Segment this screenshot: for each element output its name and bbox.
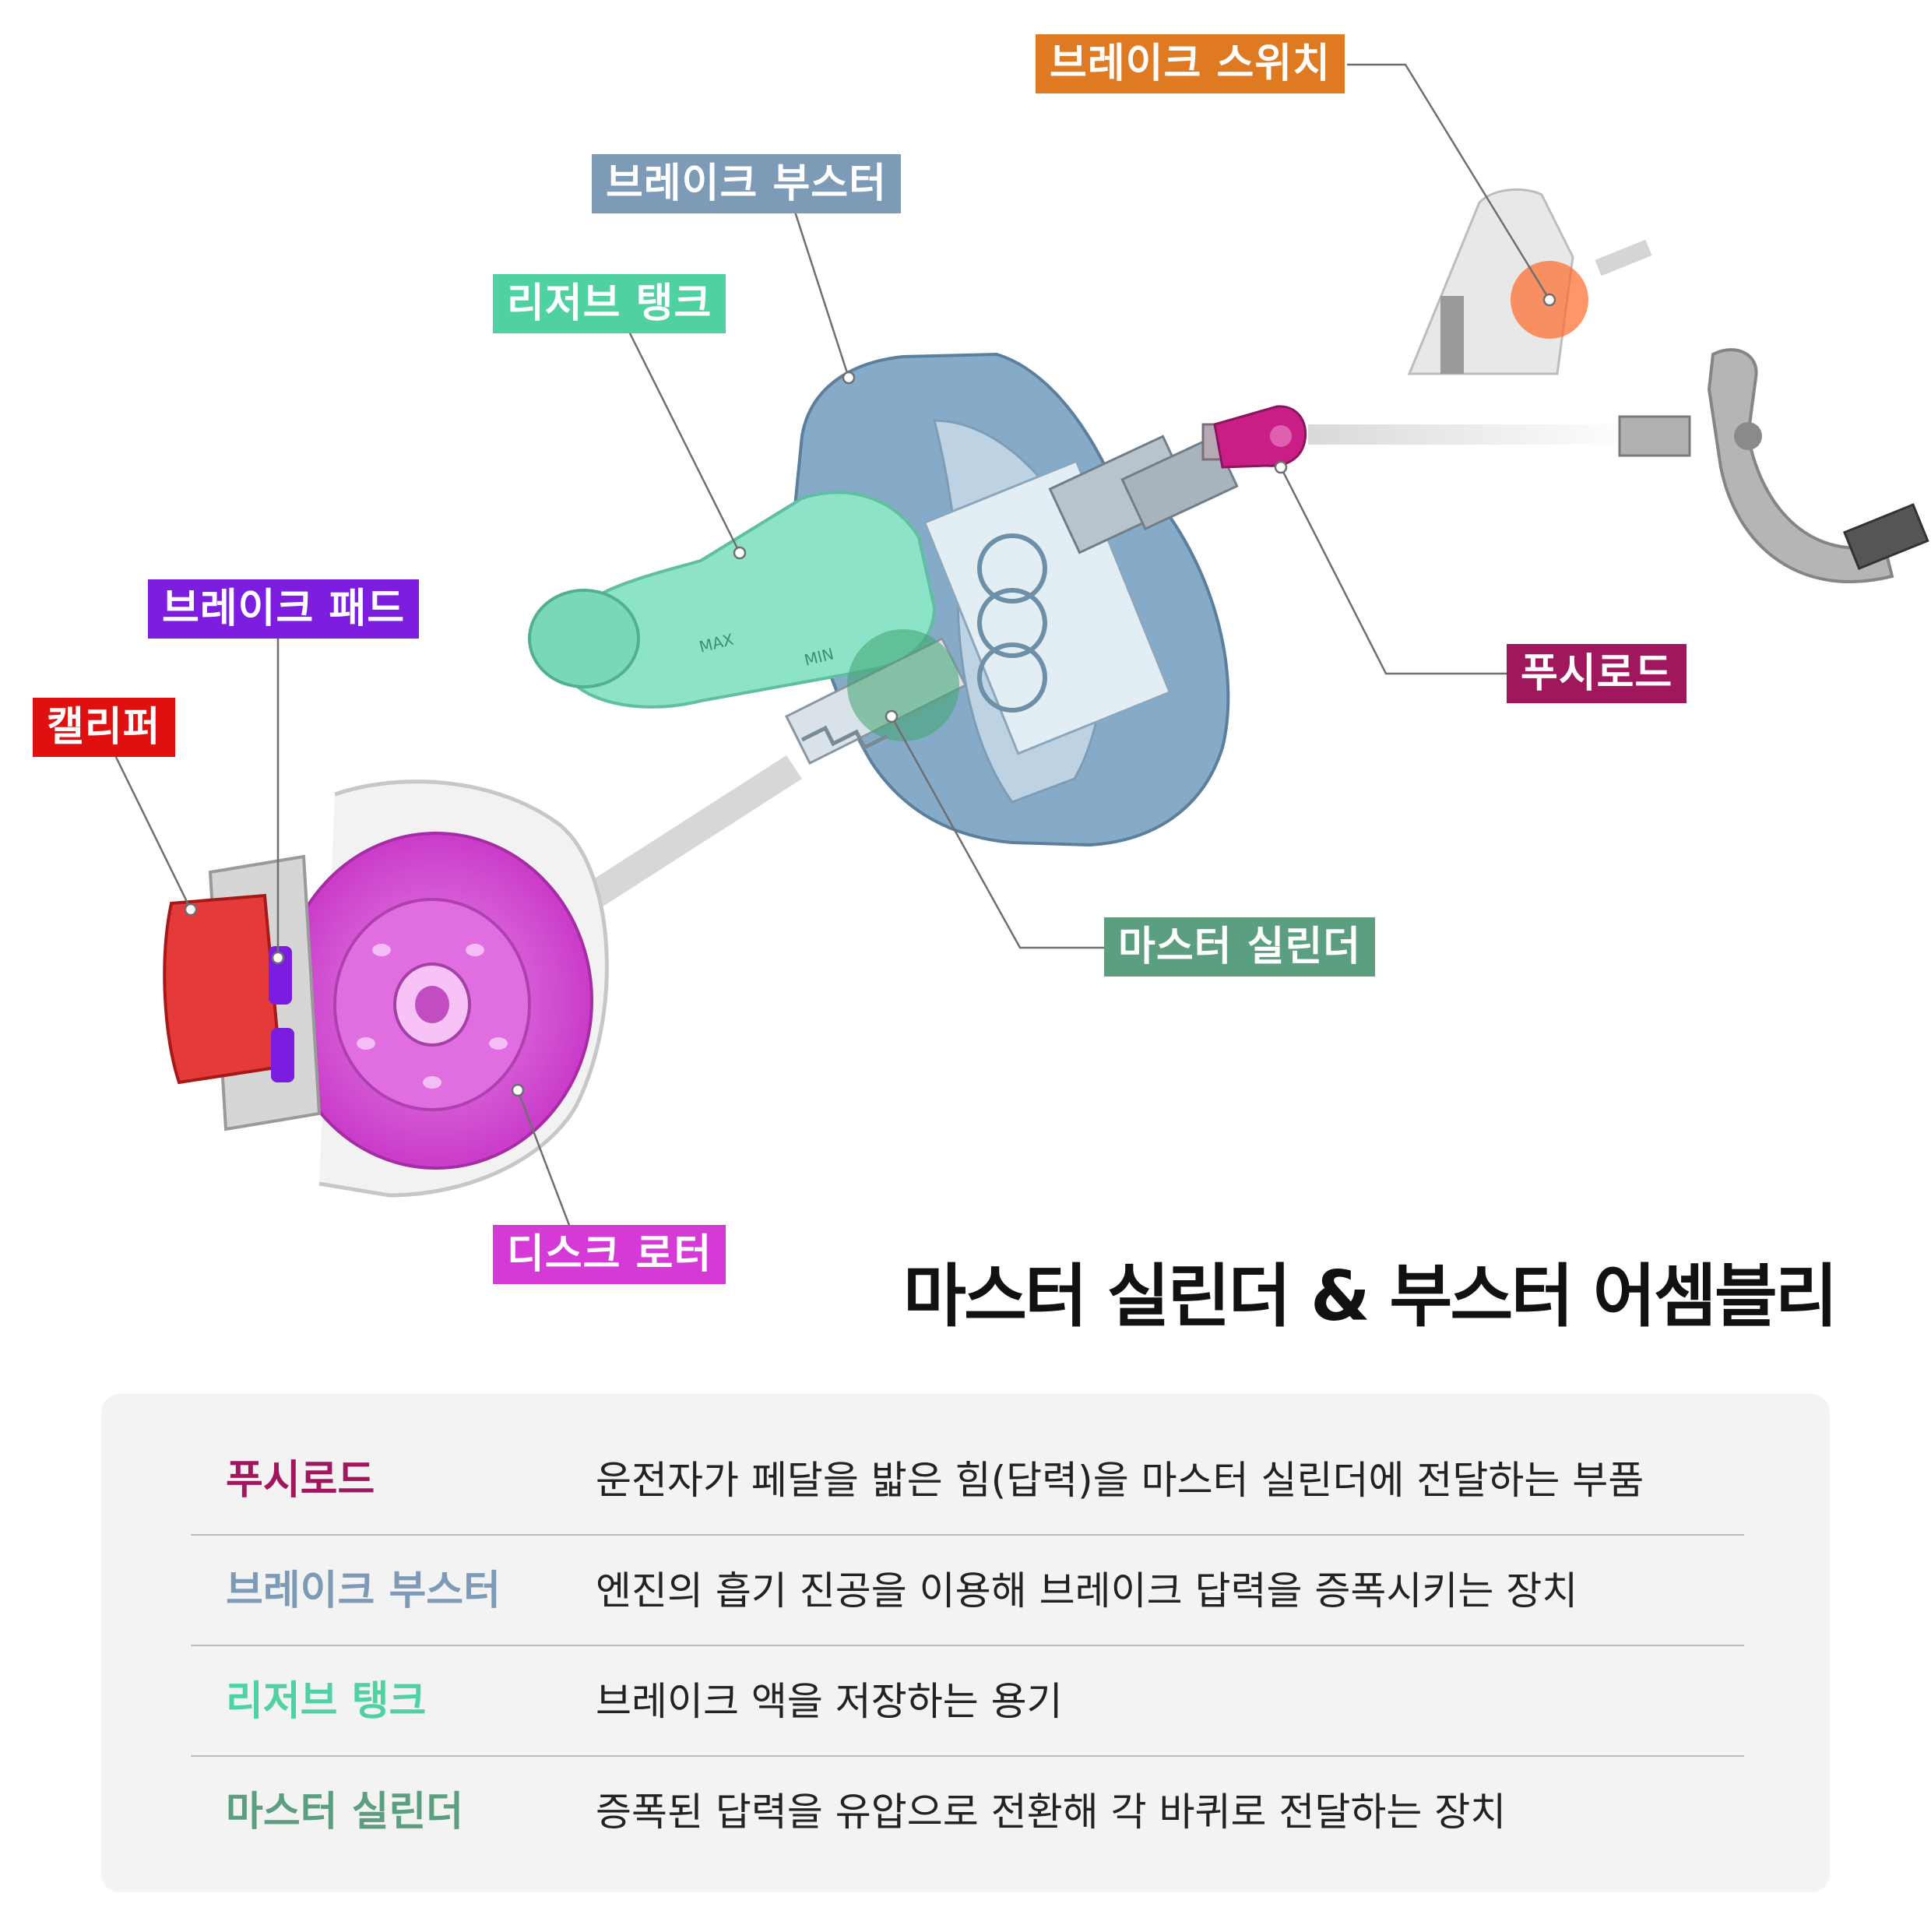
label-brake-switch: 브레이크 스위치 xyxy=(1036,34,1345,93)
brake-pedal-shape xyxy=(1618,348,1929,584)
diagram-title: 마스터 실린더 & 부스터 어셈블리 xyxy=(903,1256,1838,1336)
leader-line-brake-booster xyxy=(785,185,850,378)
label-brake-booster: 브레이크 부스터 xyxy=(592,154,901,213)
definition-desc: 브레이크 액을 저장하는 용기 xyxy=(596,1679,1063,1724)
leader-line-brake-switch xyxy=(1347,63,1551,301)
leader-line-push-rod xyxy=(1279,466,1507,675)
label-master-cylinder: 마스터 실린더 xyxy=(1104,917,1376,977)
row-divider xyxy=(191,1645,1744,1646)
label-brake-pad: 브레이크 패드 xyxy=(148,579,420,639)
leader-lines xyxy=(110,63,1551,1255)
label-push-rod: 푸시로드 xyxy=(1507,644,1687,703)
definition-term: 푸시로드 xyxy=(226,1457,375,1504)
leader-dots xyxy=(184,293,1556,1097)
definition-row: 마스터 실린더 증폭된 답력을 유압으로 전환해 각 바퀴로 전달하는 장치 xyxy=(191,1757,1744,1867)
caliper-shape xyxy=(163,854,322,1131)
leader-line-reservoir-tank xyxy=(614,303,741,554)
brake-system-illustration: MAX MIN xyxy=(110,63,1929,1255)
definition-term: 브레이크 부스터 xyxy=(226,1568,501,1614)
row-divider xyxy=(191,1755,1744,1757)
reservoir-tank-shape: MAX MIN xyxy=(528,491,937,709)
brake-switch-shape xyxy=(1407,188,1652,375)
definition-desc: 엔진의 흡기 진공을 이용해 브레이크 답력을 증폭시키는 장치 xyxy=(596,1568,1578,1614)
connecting-rods xyxy=(580,424,1635,911)
label-disc-rotor: 디스크 로터 xyxy=(493,1225,726,1284)
definition-row: 리저브 탱크 브레이크 액을 저장하는 용기 xyxy=(191,1646,1744,1757)
master-cylinder-shape xyxy=(784,629,968,765)
label-reservoir-tank: 리저브 탱크 xyxy=(493,274,726,333)
definition-desc: 운전자가 페달을 밟은 힘(답력)을 마스터 실린더에 전달하는 부품 xyxy=(596,1458,1644,1503)
definition-desc: 증폭된 답력을 유압으로 전환해 각 바퀴로 전달하는 장치 xyxy=(596,1789,1507,1835)
row-divider xyxy=(191,1534,1744,1536)
disc-rotor-shape xyxy=(279,779,609,1198)
leader-line-master-cylinder xyxy=(890,716,1104,949)
label-caliper: 캘리퍼 xyxy=(33,698,175,757)
push-rod-shape xyxy=(1201,405,1307,469)
definition-term: 리저브 탱크 xyxy=(226,1678,427,1725)
definition-row: 푸시로드 운전자가 페달을 밟은 힘(답력)을 마스터 실린더에 전달하는 부품 xyxy=(191,1425,1744,1536)
leader-line-caliper xyxy=(110,747,192,910)
definitions-panel: 푸시로드 운전자가 페달을 밟은 힘(답력)을 마스터 실린더에 전달하는 부품… xyxy=(101,1394,1830,1892)
definition-row: 브레이크 부스터 엔진의 흡기 진공을 이용해 브레이크 답력을 증폭시키는 장… xyxy=(191,1536,1744,1646)
definition-term: 마스터 실린더 xyxy=(226,1789,464,1835)
